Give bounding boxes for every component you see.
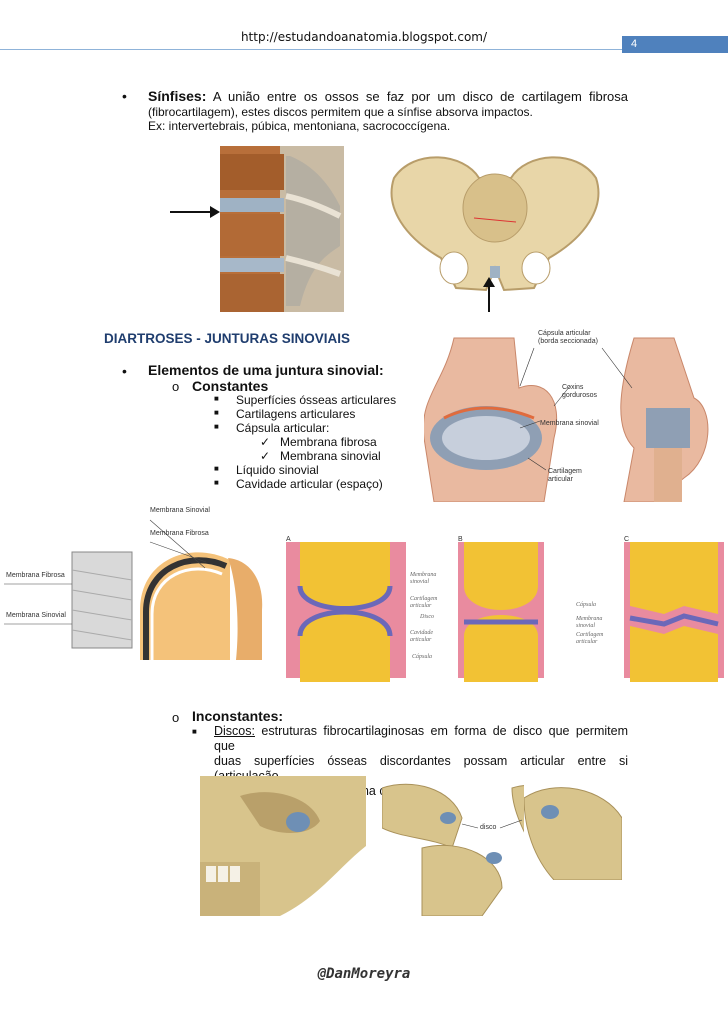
elements-title: Elementos de uma juntura sinovial: — [148, 362, 384, 378]
spine-image — [220, 146, 344, 312]
elbow-image: Cápsula articular (borda seccionada) Cox… — [424, 328, 728, 502]
sinfises-line1: A união entre os ossos se faz por um dis… — [212, 89, 628, 104]
bullet-dot: • — [122, 88, 127, 104]
elbow-label-cartilagem: Cartilagem — [548, 468, 582, 475]
elbow-label-capsula: Cápsula articular — [538, 330, 591, 337]
sinfises-line3: Ex: intervertebrais, púbica, mentoniana,… — [148, 119, 451, 133]
pelvis-image — [384, 148, 606, 296]
page-number: 4 — [622, 36, 728, 53]
tmj-skull-image — [200, 776, 366, 916]
abc-label-cartilagem-c-1: Cartilagem — [576, 632, 604, 638]
abc-label-membrana-c-1: Membrana — [576, 616, 603, 622]
joint-types-image: A B C Membrana sinovial Cartilagem artic… — [280, 536, 728, 682]
square-bullet: ■ — [214, 478, 219, 487]
tmj-label-disco: disco — [480, 824, 497, 831]
abc-label-cavidade-2: articular — [410, 637, 432, 643]
circle-bullet: o — [172, 710, 180, 725]
sinfises-line2: (fibrocartilagem), estes discos permitem… — [148, 105, 533, 119]
elbow-label-cartilagem-sub: articular — [548, 476, 573, 483]
tmj-view-right-image — [524, 778, 622, 880]
abc-label-cartilagem-1: Cartilagem — [410, 596, 438, 602]
check-icon: ✓ — [260, 435, 271, 449]
joint-label-left-fibrosa: Membrana Fibrosa — [6, 572, 65, 579]
constantes-item: Líquido sinovial — [236, 463, 319, 477]
elbow-label-coxins-sub: gordurosos — [562, 392, 598, 399]
arrow-spine-head — [210, 206, 220, 218]
abc-label-cavidade-1: Cavidade — [410, 630, 433, 636]
square-bullet: ■ — [214, 464, 219, 473]
diartroses-heading: DIARTROSES - JUNTURAS SINOVIAIS — [104, 331, 351, 346]
capsula-item: Membrana sinovial — [280, 449, 381, 463]
abc-label-capsula: Cápsula — [412, 654, 433, 660]
abc-label-c: C — [624, 536, 630, 543]
abc-label-b: B — [458, 536, 463, 543]
constantes-item: Cartilagens articulares — [236, 407, 356, 421]
capsula-item: Membrana fibrosa — [280, 435, 377, 449]
discos-term: Discos: — [214, 724, 255, 738]
abc-label-membrana-1: Membrana — [410, 572, 437, 578]
constantes-item: Cápsula articular: — [236, 421, 330, 435]
discos-line1: estruturas fibrocartilaginosas em forma … — [214, 724, 628, 753]
header-url: http://estudandoanatomia.blogspot.com/ — [240, 30, 488, 44]
elbow-label-capsula-sub: (borda seccionada) — [538, 338, 598, 345]
square-bullet: ■ — [214, 422, 219, 431]
abc-label-a: A — [286, 536, 291, 543]
abc-label-cartilagem-c-2: articular — [576, 639, 598, 645]
joint-section-image: Membrana Sinovial Membrana Fibrosa Membr… — [0, 500, 270, 660]
arrow-spine-line — [170, 211, 214, 213]
abc-label-cartilagem-2: articular — [410, 603, 432, 609]
elbow-label-membrana: Membrana sinovial — [540, 420, 599, 427]
square-bullet: ■ — [192, 727, 197, 736]
arrow-pelvis-line — [488, 286, 490, 312]
elbow-label-coxins: Coxins — [562, 384, 584, 391]
sinfises-term: Sínfises: — [148, 88, 207, 104]
abc-label-membrana-c-2: sinovial — [576, 623, 595, 629]
footer-signature: @DanMoreyra — [317, 966, 411, 982]
abc-label-capsula-c: Cápsula — [576, 602, 597, 608]
arrow-pelvis-head — [483, 277, 495, 287]
abc-label-disco: Disco — [420, 614, 434, 620]
circle-bullet: o — [172, 379, 180, 394]
sinfises-paragraph: Sínfises: A união entre os ossos se faz … — [148, 88, 628, 133]
joint-label-membrana-fibrosa: Membrana Fibrosa — [150, 530, 209, 537]
bullet-dot: • — [122, 363, 127, 379]
square-bullet: ■ — [214, 408, 219, 417]
abc-label-membrana-2: sinovial — [410, 579, 429, 585]
discos-paragraph: Discos: estruturas fibrocartilaginosas e… — [214, 724, 628, 799]
inconstantes-title: Inconstantes: — [192, 708, 284, 724]
check-icon: ✓ — [260, 449, 271, 463]
joint-label-left-sinovial: Membrana Sinovial — [6, 612, 66, 619]
constantes-item: Superfícies ósseas articulares — [236, 393, 397, 407]
header-rule — [0, 49, 728, 50]
constantes-item: Cavidade articular (espaço) — [236, 477, 383, 491]
joint-label-membrana-sinovial: Membrana Sinovial — [150, 507, 210, 514]
constantes-title: Constantes — [192, 378, 269, 394]
square-bullet: ■ — [214, 394, 219, 403]
